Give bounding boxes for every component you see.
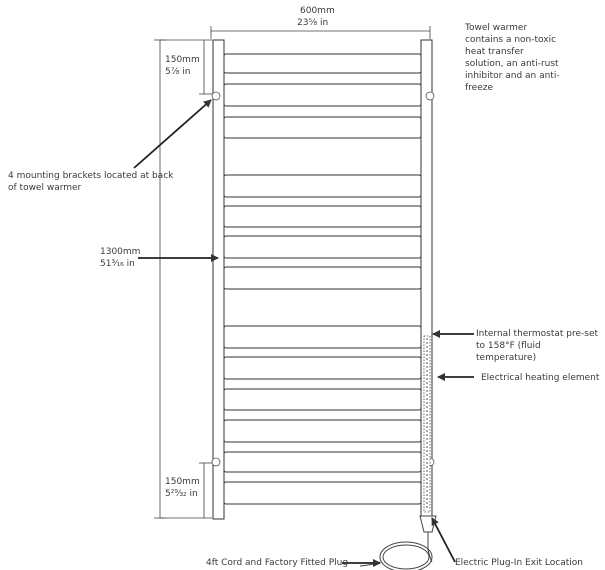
towel-bar bbox=[223, 205, 422, 228]
bottom-spacing-in-label: 5²⁹⁄₃₂ in bbox=[165, 489, 198, 499]
towel-bar bbox=[223, 419, 422, 443]
coiled-cord-icon bbox=[359, 515, 437, 570]
top-spacing-dimension bbox=[199, 40, 212, 95]
towel-bar bbox=[223, 83, 422, 107]
towel-bars bbox=[223, 53, 422, 505]
cord-note: 4ft Cord and Factory Fitted Plug bbox=[206, 558, 349, 568]
height-dimension-line bbox=[154, 39, 212, 519]
height-in-label: 51³⁄₁₆ in bbox=[100, 259, 135, 269]
width-dimension-line bbox=[210, 26, 431, 39]
exit-note: Electric Plug-In Exit Location bbox=[455, 558, 583, 568]
width-mm-label: 600mm bbox=[300, 6, 335, 16]
towel-bar bbox=[223, 388, 422, 411]
fluid-note: Towel warmer contains a non-toxic heat t… bbox=[465, 23, 560, 93]
towel-bar bbox=[223, 116, 422, 139]
towel-bar bbox=[223, 356, 422, 380]
towel-bar bbox=[223, 325, 422, 349]
towel-bar bbox=[223, 451, 422, 473]
arrow-icon bbox=[133, 99, 474, 567]
top-spacing-mm-label: 150mm bbox=[165, 55, 200, 65]
bottom-spacing-mm-label: 150mm bbox=[165, 477, 200, 487]
brackets-note: 4 mounting brackets located at back of t… bbox=[8, 171, 174, 193]
towel-bar bbox=[223, 235, 422, 259]
left-rail bbox=[212, 39, 225, 520]
height-mm-label: 1300mm bbox=[100, 247, 141, 257]
top-spacing-in-label: 5⅞ in bbox=[165, 67, 191, 77]
towel-bar bbox=[223, 53, 422, 74]
width-in-label: 23⅝ in bbox=[297, 18, 329, 28]
thermostat-note: Internal thermostat pre-set to 158°F (fl… bbox=[476, 329, 599, 363]
towel-bar bbox=[223, 174, 422, 198]
bottom-spacing-dimension bbox=[199, 462, 212, 518]
towel-bar bbox=[223, 266, 422, 290]
towel-bar bbox=[223, 481, 422, 505]
element-note: Electrical heating element bbox=[481, 373, 600, 383]
